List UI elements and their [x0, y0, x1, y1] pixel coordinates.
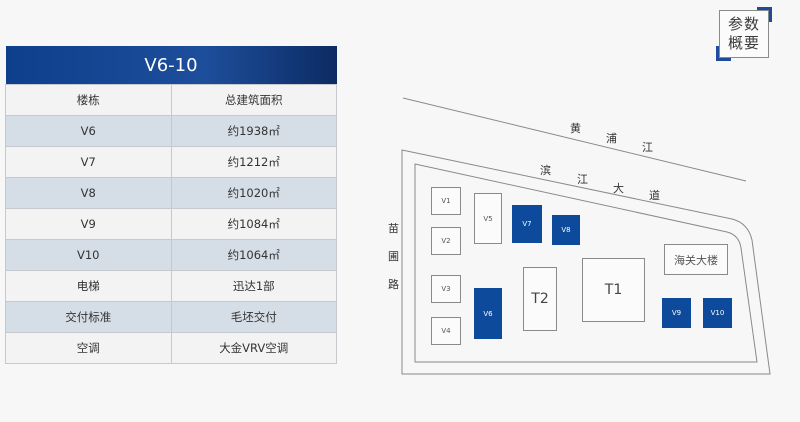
building-v6[interactable]: V6: [474, 288, 502, 339]
table-row: 空调 大金VRV空调: [5, 332, 337, 364]
outer-boundary: [401, 149, 771, 375]
table-row: V9 约1084㎡: [5, 208, 337, 240]
row-value: 约1020㎡: [170, 177, 337, 209]
river-label-char: 黄: [570, 122, 581, 135]
avenue-label-char: 大: [613, 182, 624, 195]
row-value: 迅达1部: [170, 270, 337, 302]
building-v2[interactable]: V2: [431, 227, 461, 255]
building-v1[interactable]: V1: [431, 187, 461, 215]
row-key: 电梯: [5, 270, 172, 302]
building-t2[interactable]: T2: [523, 267, 557, 331]
row-key: V6: [5, 115, 172, 147]
row-key: V9: [5, 208, 172, 240]
building-v7[interactable]: V7: [512, 205, 542, 243]
table-row: V10 约1064㎡: [5, 239, 337, 271]
summary-badge[interactable]: 参数 概要: [716, 7, 772, 61]
avenue-label-char: 道: [649, 189, 660, 202]
building-t1[interactable]: T1: [582, 258, 645, 322]
table-row: V7 约1212㎡: [5, 146, 337, 178]
row-key: V8: [5, 177, 172, 209]
road-label-char: 圃: [388, 250, 399, 263]
badge-corner-decoration: [716, 46, 731, 61]
inner-boundary: [414, 163, 758, 363]
river-label-char: 浦: [606, 132, 617, 145]
row-value: 约1212㎡: [170, 146, 337, 178]
row-value: 约1938㎡: [170, 115, 337, 147]
building-v8[interactable]: V8: [552, 215, 580, 245]
table-row: V8 约1020㎡: [5, 177, 337, 209]
row-key: V7: [5, 146, 172, 178]
table-row: 电梯 迅达1部: [5, 270, 337, 302]
building-v10[interactable]: V10: [703, 298, 732, 328]
badge-line-1: 参数: [727, 15, 760, 33]
spec-table: V6-10 楼栋 总建筑面积 V6 约1938㎡ V7 约1212㎡ V8 约1…: [5, 46, 337, 364]
river-bank-line: [402, 97, 747, 182]
row-value: 约1064㎡: [170, 239, 337, 271]
row-value: 大金VRV空调: [170, 332, 337, 364]
row-value: 约1084㎡: [170, 208, 337, 240]
table-row: V6 约1938㎡: [5, 115, 337, 147]
building-v9[interactable]: V9: [662, 298, 691, 328]
row-key: 空调: [5, 332, 172, 364]
badge-corner-decoration: [757, 7, 772, 22]
building-customs[interactable]: 海关大楼: [664, 244, 728, 275]
road-label-char: 路: [388, 278, 399, 291]
table-title: V6-10: [5, 46, 337, 85]
badge-line-2: 概要: [727, 34, 760, 52]
building-v5[interactable]: V5: [474, 193, 502, 244]
row-key: V10: [5, 239, 172, 271]
road-label-char: 苗: [388, 222, 399, 235]
avenue-label-char: 江: [577, 173, 588, 186]
building-v4[interactable]: V4: [431, 317, 461, 345]
building-v3[interactable]: V3: [431, 275, 461, 303]
row-value: 总建筑面积: [170, 84, 337, 116]
river-label-char: 江: [642, 141, 653, 154]
avenue-label-char: 滨: [540, 164, 551, 177]
